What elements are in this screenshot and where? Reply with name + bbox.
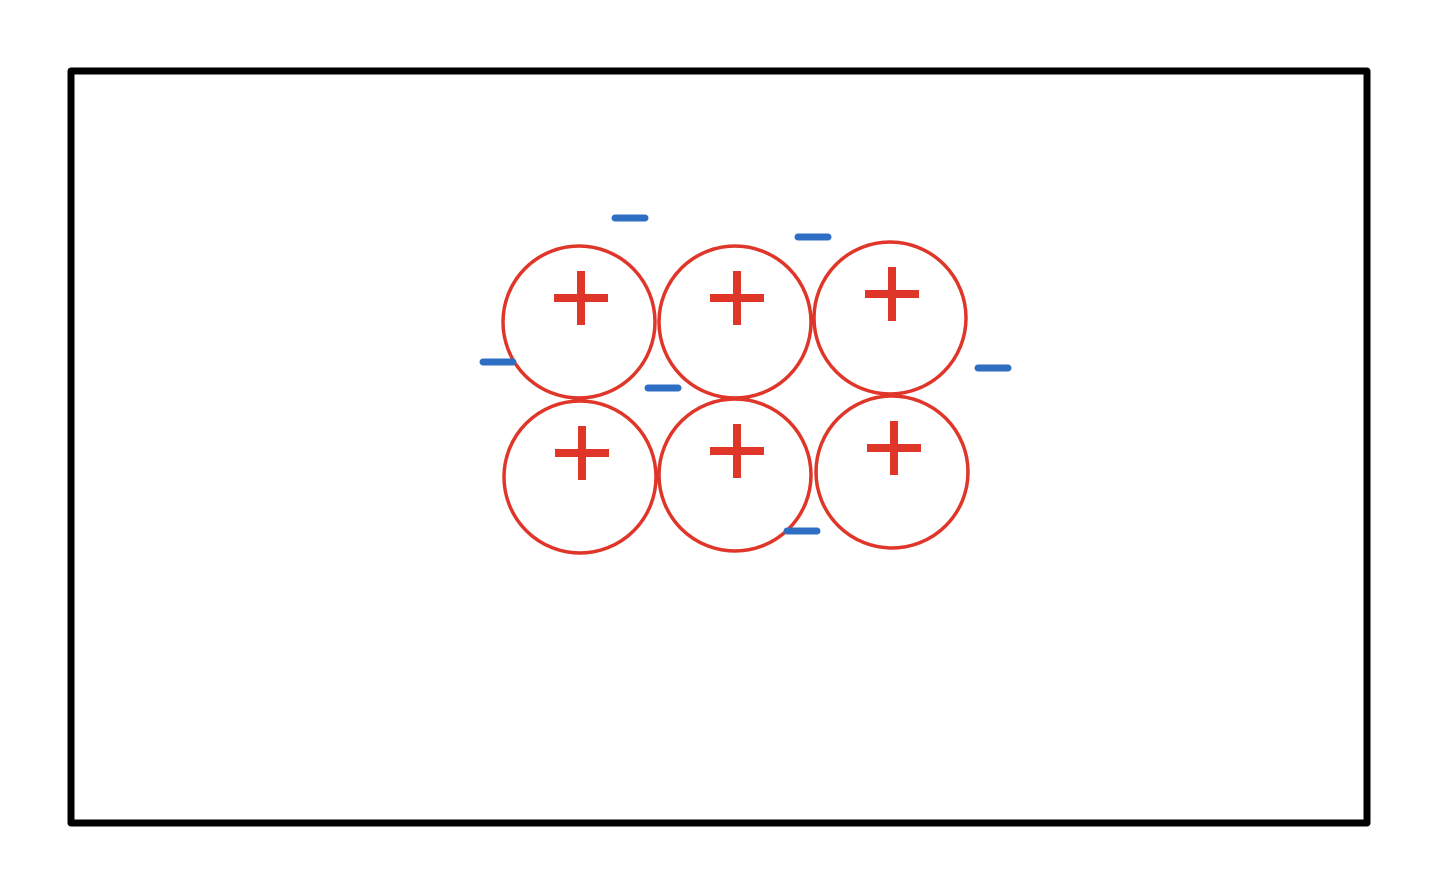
ion-circle [502, 399, 658, 555]
plus-sign: + [554, 271, 608, 325]
positive-ion: + [814, 394, 970, 550]
container-border [67, 67, 1371, 827]
positive-ions: + + + + + + [501, 240, 970, 555]
positive-ion: + [501, 244, 657, 400]
plus-sign: + [710, 271, 764, 325]
positive-ion: + [657, 244, 813, 400]
plus-sign: + [555, 426, 609, 480]
ion-circle [814, 394, 970, 550]
positive-ion: + [502, 399, 658, 555]
ion-circle [812, 240, 968, 396]
positive-ion: + [657, 397, 813, 553]
electrons: −−−−−− [479, 214, 1012, 535]
positive-ion: + [812, 240, 968, 396]
ion-circle [657, 397, 813, 553]
ion-circle [501, 244, 657, 400]
plus-sign: + [867, 421, 921, 475]
plus-sign: + [865, 267, 919, 321]
plus-sign: + [710, 424, 764, 478]
